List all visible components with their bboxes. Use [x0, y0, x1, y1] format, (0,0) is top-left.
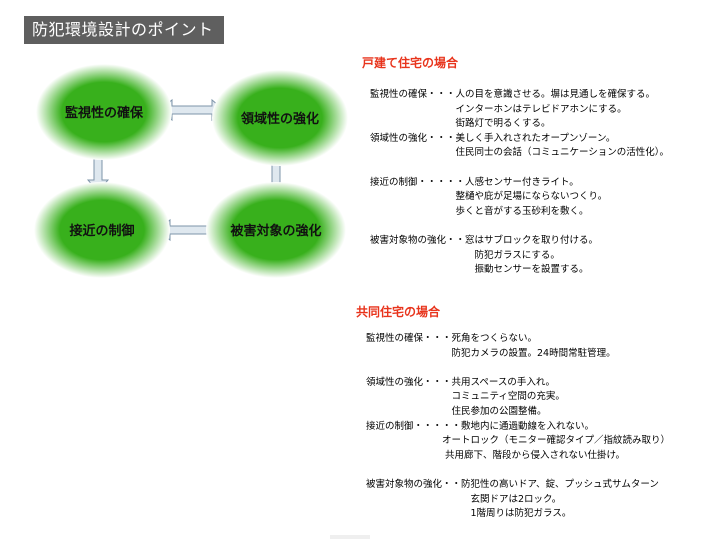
detached-line: 領域性の強化・・・美しく手入れされたオープンゾーン。 — [370, 132, 616, 144]
detached-line: 防犯ガラスにする。 — [370, 249, 560, 261]
collective-line: 防犯カメラの設置。24時間常駐管理。 — [366, 347, 616, 359]
node-label-surveillance: 監視性の確保 — [65, 105, 144, 121]
detached-line: インターホンはテレビドアホンにする。 — [370, 103, 627, 115]
collective-line: 玄関ドアは2ロック。 — [366, 493, 562, 505]
detached-line — [370, 161, 669, 176]
collective-line — [366, 463, 670, 478]
detached-line: 住民同士の会話（コミュニケーションの活性化）。 — [370, 147, 670, 159]
collective-line: 1階周りは防犯ガラス。 — [366, 508, 572, 520]
node-label-target: 被害対象の強化 — [229, 223, 321, 239]
collective-line: 共用廊下、階段から侵入されない仕掛け。 — [366, 449, 626, 461]
slide-title: 防犯環境設計のポイント — [24, 16, 224, 44]
collective-heading: 共同住宅の場合 — [356, 305, 441, 319]
detached-line: 被害対象物の強化・・窓はサブロックを取り付ける。 — [370, 234, 599, 246]
node-label-territoriality: 領域性の強化 — [241, 111, 319, 127]
detached-line: 街路灯で明るくする。 — [370, 118, 551, 130]
detached-line: 整樋や庇が足場にならないつくり。 — [370, 191, 608, 203]
detached-heading: 戸建て住宅の場合 — [362, 56, 459, 70]
collective-line: コミュニティ空間の充実。 — [366, 391, 565, 403]
node-territoriality: 領域性の強化 — [212, 70, 348, 166]
detached-line: 監視性の確保・・・人の目を意識させる。塀は見通しを確保する。 — [370, 89, 656, 100]
node-target: 被害対象の強化 — [206, 182, 346, 278]
detached-text: 監視性の確保・・・人の目を意識させる。塀は見通しを確保する。 インターホンはテレ… — [370, 88, 669, 278]
collective-line — [366, 361, 670, 376]
collective-text: 監視性の確保・・・死角をつくらない。 防犯カメラの設置。24時間常駐管理。領域性… — [366, 332, 670, 522]
collective-line: 接近の制御・・・・・敷地内に通過動線を入れない。 — [366, 420, 595, 432]
collective-line: 領域性の強化・・・共用スペースの手入れ。 — [366, 376, 555, 388]
collective-line: 監視性の確保・・・死角をつくらない。 — [366, 333, 538, 344]
node-surveillance: 監視性の確保 — [36, 64, 172, 160]
collective-line: 住民参加の公園整備。 — [366, 405, 547, 417]
collective-line: 被害対象物の強化・・防犯性の高いドア、錠、プッシュ式サムターン — [366, 478, 659, 490]
footer-mark — [330, 535, 370, 539]
detached-line — [370, 219, 669, 234]
detached-line: 歩くと音がする玉砂利を敷く。 — [370, 205, 589, 217]
node-access: 接近の制御 — [34, 182, 170, 278]
detached-line: 振動センサーを設置する。 — [370, 264, 589, 276]
node-label-access: 接近の制御 — [69, 223, 134, 239]
collective-line: オートロック（モニター確認タイプ／指紋読み取り） — [366, 435, 671, 447]
detached-line: 接近の制御・・・・・人感センサー付きライト。 — [370, 176, 579, 188]
